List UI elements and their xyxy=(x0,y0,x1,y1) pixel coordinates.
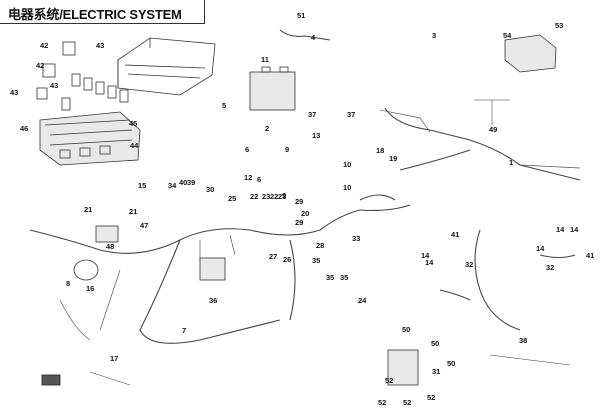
callout-29: 29 xyxy=(295,218,303,227)
callout-10: 10 xyxy=(343,160,351,169)
callout-27: 27 xyxy=(269,252,277,261)
main-harness-right xyxy=(359,107,581,201)
callout-22: 22 xyxy=(250,192,258,201)
switch-48 xyxy=(95,225,119,243)
callout-19: 19 xyxy=(389,154,397,163)
callout-14: 14 xyxy=(536,244,545,253)
battery xyxy=(249,66,296,111)
callout-52: 52 xyxy=(403,398,411,407)
control-unit xyxy=(504,34,557,73)
callout-35: 35 xyxy=(312,256,320,265)
callout-13: 13 xyxy=(312,131,320,140)
main-harness-left xyxy=(29,204,411,344)
callout-33: 33 xyxy=(352,234,360,243)
callout-46: 46 xyxy=(20,124,28,133)
callout-41: 41 xyxy=(451,230,459,239)
callout-14: 14 xyxy=(421,251,430,260)
callout-50: 50 xyxy=(402,325,410,334)
tag-plate xyxy=(41,374,61,386)
callout-38: 38 xyxy=(519,336,527,345)
callout-44: 44 xyxy=(130,141,139,150)
rod-38 xyxy=(489,354,571,366)
callout-42: 42 xyxy=(36,61,44,70)
callout-41: 41 xyxy=(586,251,594,260)
callout-52: 52 xyxy=(378,398,386,407)
callout-30: 30 xyxy=(206,185,214,194)
callout-40: 40 xyxy=(179,178,187,187)
callout-6: 6 xyxy=(257,175,261,184)
callout-14: 14 xyxy=(425,258,434,267)
callout-15: 15 xyxy=(138,181,146,190)
callout-14: 14 xyxy=(570,225,579,234)
callout-50: 50 xyxy=(447,359,455,368)
callout-37: 37 xyxy=(347,110,355,119)
rear-harness xyxy=(439,229,576,331)
callout-17: 17 xyxy=(110,354,118,363)
callout-8: 8 xyxy=(66,279,70,288)
callout-25: 25 xyxy=(228,194,236,203)
callout-52: 52 xyxy=(385,376,393,385)
horn xyxy=(73,259,99,281)
callout-29: 29 xyxy=(295,197,303,206)
callout-31: 31 xyxy=(432,367,440,376)
callout-32: 32 xyxy=(546,263,554,272)
fuse-box-cover xyxy=(117,37,216,96)
title-box: 电器系统/ELECTRIC SYSTEM xyxy=(0,0,205,24)
callout-35: 35 xyxy=(326,273,334,282)
callout-36: 36 xyxy=(209,296,217,305)
callout-6: 6 xyxy=(245,145,249,154)
callout-52: 52 xyxy=(427,393,435,402)
callout-7: 7 xyxy=(182,326,186,335)
callout-39: 39 xyxy=(187,178,195,187)
callout-2: 2 xyxy=(265,124,269,133)
callout-53: 53 xyxy=(555,21,563,30)
callout-54: 54 xyxy=(503,31,512,40)
callout-43: 43 xyxy=(96,41,104,50)
callout-1: 1 xyxy=(509,158,513,167)
callout-18: 18 xyxy=(376,146,384,155)
callout-23: 23 xyxy=(262,192,270,201)
callout-26: 26 xyxy=(283,255,291,264)
callout-50: 50 xyxy=(431,339,439,348)
callout-23: 23 xyxy=(278,192,286,201)
callout-37: 37 xyxy=(308,110,316,119)
battery-cable xyxy=(279,29,331,41)
cdi-unit xyxy=(387,349,419,386)
rod-17 xyxy=(89,371,131,386)
callout-21: 21 xyxy=(129,207,137,216)
callout-10: 10 xyxy=(343,183,351,192)
callout-43: 43 xyxy=(50,81,58,90)
callout-12: 12 xyxy=(244,173,252,182)
callout-42: 42 xyxy=(40,41,48,50)
callout-32: 32 xyxy=(465,260,473,269)
callout-49: 49 xyxy=(489,125,497,134)
callout-14: 14 xyxy=(556,225,565,234)
callout-16: 16 xyxy=(86,284,94,293)
callout-9: 9 xyxy=(282,191,286,200)
callout-35: 35 xyxy=(340,273,348,282)
callout-24: 24 xyxy=(358,296,367,305)
callout-5: 5 xyxy=(222,101,226,110)
relays xyxy=(36,41,129,111)
callout-45: 45 xyxy=(129,119,137,128)
callout-51: 51 xyxy=(297,11,305,20)
callout-34: 34 xyxy=(168,181,177,190)
callout-22: 22 xyxy=(270,192,278,201)
callout-43: 43 xyxy=(10,88,18,97)
callout-4: 4 xyxy=(311,33,316,42)
callout-9: 9 xyxy=(285,145,289,154)
regulator xyxy=(199,257,226,281)
callout-labels: 1234567891010111213141414141415161718192… xyxy=(10,11,594,407)
fuse-box-base xyxy=(39,111,141,166)
callout-28: 28 xyxy=(316,241,324,250)
callout-3: 3 xyxy=(432,31,436,40)
callout-11: 11 xyxy=(261,55,269,64)
callout-20: 20 xyxy=(301,209,309,218)
callout-47: 47 xyxy=(140,221,148,230)
callout-21: 21 xyxy=(84,205,92,214)
diagram-title: 电器系统/ELECTRIC SYSTEM xyxy=(8,7,182,22)
callout-48: 48 xyxy=(106,242,114,251)
